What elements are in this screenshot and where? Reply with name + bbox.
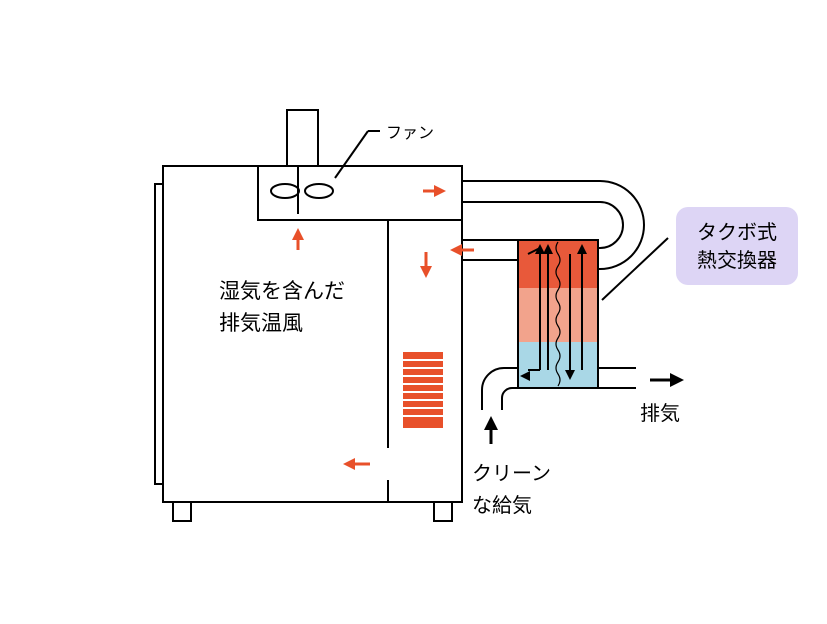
dryer-cabinet — [154, 109, 463, 522]
exhaust-duct — [461, 180, 645, 270]
right-foot — [433, 501, 453, 522]
fan-duct-outline — [257, 166, 462, 221]
fan-icon — [270, 130, 380, 199]
exchanger-leader-line — [601, 237, 669, 301]
airflow-up-arrow-icon — [292, 228, 304, 250]
heat-exchanger — [517, 239, 599, 389]
supply-arrow-icon — [484, 416, 498, 444]
exchanger-label-line1: タクボ式 — [697, 220, 777, 244]
clean-supply-label-line1: クリーン — [472, 461, 551, 485]
heater-coil-icon — [403, 352, 443, 428]
fan-motor — [286, 109, 319, 167]
airflow-left-arrow-icon — [450, 244, 474, 256]
airflow-arrows — [292, 185, 474, 470]
humid-air-label-line2: 排気温風 — [219, 311, 303, 335]
exchanger-badge: タクボ式 熱交換器 — [676, 207, 798, 285]
fan-label: ファン — [386, 123, 434, 142]
supply-duct — [481, 367, 636, 410]
airflow-down-arrow-icon — [420, 252, 432, 278]
exhaust-label: 排気 — [640, 401, 680, 425]
humid-air-label-line1: 湿気を含んだ — [219, 279, 345, 303]
left-foot — [172, 501, 192, 522]
cabinet-body — [162, 165, 463, 503]
clean-supply-label-line2: な給気 — [472, 493, 532, 517]
airflow-bottom-left-arrow-icon — [343, 458, 370, 470]
airflow-right-arrow-icon — [423, 185, 446, 197]
exhaust-arrow-icon — [650, 373, 684, 387]
exchanger-label-line2: 熱交換器 — [697, 248, 777, 272]
cabinet-door-edge — [154, 183, 164, 485]
